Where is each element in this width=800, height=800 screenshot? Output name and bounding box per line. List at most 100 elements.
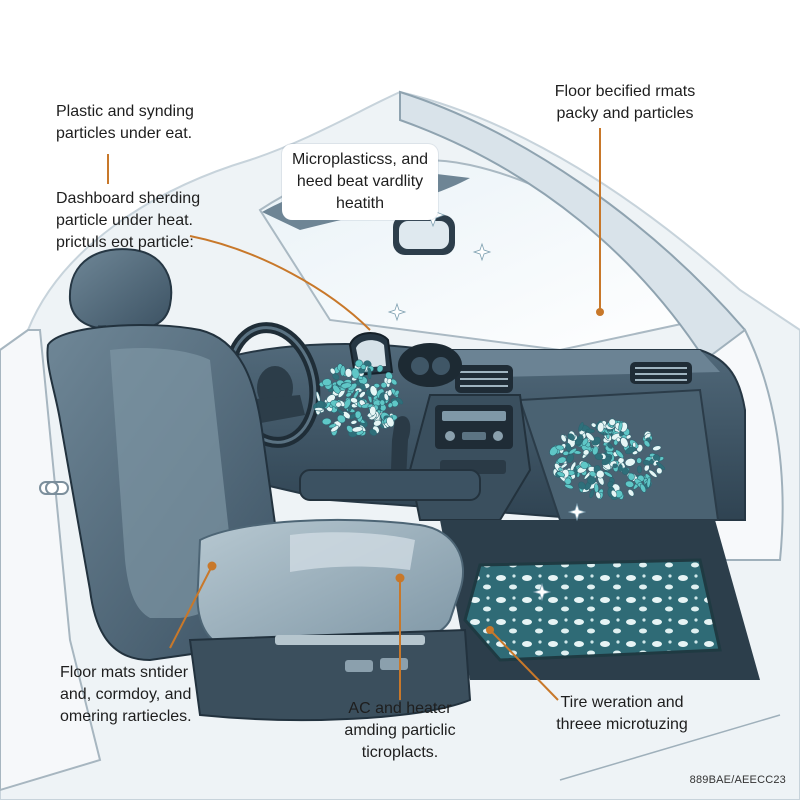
particle [595, 491, 601, 499]
passenger-floor [440, 520, 760, 680]
particle [328, 423, 337, 429]
label-line: prictuls eot particle: [56, 234, 194, 251]
particle [329, 367, 336, 375]
particle [564, 484, 574, 489]
particle [624, 458, 636, 467]
particle [337, 414, 346, 424]
microplastics-bubble [282, 144, 438, 220]
particle [557, 456, 567, 464]
particle [360, 364, 367, 370]
label-floor-top: Floor becified rmats packy and particles [540, 81, 710, 125]
particle [656, 467, 663, 475]
particle [355, 359, 363, 368]
particle [603, 471, 613, 478]
particle [617, 457, 625, 464]
particle [369, 385, 378, 397]
particle-cloud-glovebox [549, 418, 666, 500]
particle [560, 434, 567, 443]
particle [580, 461, 589, 470]
particle [395, 397, 404, 405]
particle [346, 425, 354, 433]
label-microplastics: Microplasticss, and heed beat vardlity h… [282, 149, 438, 215]
particle [367, 367, 372, 380]
particle [616, 437, 621, 442]
label-line: packy and particles [556, 105, 694, 122]
label-line: Floor becified rmats [554, 83, 696, 100]
label-top-left: Plastic and synding particles under eat. [56, 101, 194, 145]
particle [585, 428, 595, 434]
particle [350, 397, 358, 404]
particle [607, 443, 613, 449]
particle [656, 461, 666, 470]
particle [652, 454, 661, 462]
particle [582, 449, 590, 456]
door-edge-left [0, 329, 102, 792]
label-line: Plastic and synding [56, 103, 194, 120]
label-line: amding particlic [344, 722, 456, 739]
particle [386, 416, 395, 428]
particle [610, 489, 618, 498]
label-line: AC and heater [348, 700, 452, 717]
particle [607, 481, 614, 488]
label-line: particle under heat. [56, 212, 193, 229]
particle [567, 433, 575, 441]
particle [593, 483, 599, 493]
particle [348, 404, 352, 412]
particle [608, 418, 616, 426]
label-line: and, cormdoy, and [60, 686, 192, 703]
particle [386, 378, 392, 384]
leader-lines [107, 128, 601, 701]
particle [332, 373, 340, 380]
label-tire: Tire weration and threee microtuzing [542, 692, 702, 736]
particle [340, 382, 352, 389]
particle [578, 434, 584, 441]
particle [620, 437, 629, 448]
particle [373, 419, 382, 427]
particle [349, 413, 356, 420]
label-ac-heater: AC and heater amding particlic ticroplac… [322, 698, 478, 764]
label-line: omering rartiecles. [60, 708, 192, 725]
leader-floor-mats [169, 565, 213, 649]
particle [619, 431, 624, 437]
label-line: Floor mats sntider [60, 664, 189, 681]
label-line: heed beat vardlity [296, 173, 424, 190]
particle [636, 457, 642, 464]
particle [627, 472, 635, 481]
particle [578, 422, 584, 432]
label-line: heatith [335, 195, 385, 212]
particle [322, 378, 332, 387]
label-line: ticroplacts. [361, 744, 439, 761]
particle [387, 389, 393, 397]
particle [387, 402, 393, 408]
particle [555, 444, 565, 451]
floor-mat [463, 558, 722, 662]
particle [578, 481, 586, 490]
label-line: particles under eat. [56, 125, 193, 142]
particle [337, 408, 344, 415]
leader-tire [489, 629, 559, 701]
particle [351, 426, 364, 433]
label-line: Dashboard sherding [56, 190, 201, 207]
particle [564, 477, 572, 485]
particle [560, 463, 568, 469]
particle [344, 368, 353, 378]
particle [340, 365, 346, 377]
particle [612, 463, 618, 469]
particle [585, 432, 595, 442]
particle [383, 393, 389, 401]
door-handle [39, 481, 69, 495]
particle [354, 410, 362, 419]
particle [615, 449, 624, 459]
particle [314, 407, 324, 412]
particle [376, 365, 384, 373]
particle [369, 428, 377, 436]
particle [345, 392, 352, 398]
particle [596, 470, 605, 479]
particle [618, 421, 623, 432]
particle [335, 401, 342, 408]
particle [359, 391, 366, 398]
particle-cloud-left [313, 359, 404, 438]
label-dashboard: Dashboard sherding particle under heat. … [56, 188, 200, 254]
particle [621, 467, 630, 475]
